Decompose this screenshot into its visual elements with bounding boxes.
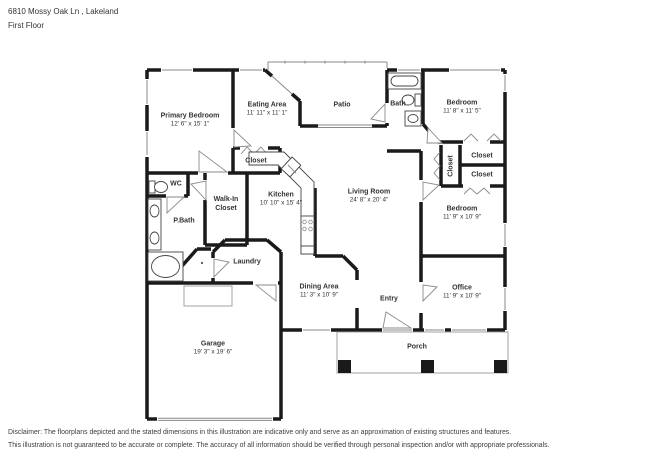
- room-name: Entry: [380, 295, 398, 303]
- door-swing: [233, 128, 253, 148]
- room-label-patio: Patio: [333, 100, 350, 109]
- porch-column: [494, 360, 507, 373]
- room-name: Bath: [390, 100, 406, 108]
- room-label-closet-lower: Closet: [471, 170, 492, 179]
- door-swing: [254, 284, 277, 302]
- room-name: Closet: [245, 157, 267, 165]
- room-label-closet-upper: Closet: [471, 151, 492, 160]
- room-dims: 12' 6" x 15' 1": [170, 120, 210, 128]
- room-name: Living Room: [347, 188, 391, 196]
- room-name: Porch: [407, 343, 427, 351]
- bifold-door: [463, 133, 479, 142]
- room-name: Bedroom: [446, 205, 478, 213]
- patio-screen-line: [267, 60, 388, 70]
- room-name: Bedroom: [446, 99, 478, 107]
- front-door-swing: [382, 311, 413, 329]
- room-label-porch: Porch: [407, 342, 427, 351]
- porch-column: [338, 360, 351, 373]
- room-label-eating-area: Eating Area 11' 11" x 11' 1": [247, 100, 288, 117]
- door-swing: [426, 126, 444, 144]
- room-name: Kitchen: [268, 191, 294, 199]
- toilet-icon: [148, 180, 168, 194]
- room-name: Office: [452, 284, 472, 292]
- bathtub-icon: [147, 251, 184, 282]
- room-name: Dining Area: [299, 283, 339, 291]
- porch-outline: [336, 331, 509, 374]
- room-label-dining-area: Dining Area 11' 3" x 10' 9": [299, 282, 338, 299]
- room-name: Closet: [471, 152, 493, 160]
- porch-column: [421, 360, 434, 373]
- shower-drain-icon: [201, 262, 203, 264]
- sink-icon: [404, 110, 422, 127]
- room-label-kitchen: Kitchen 10' 10" x 15' 4": [260, 190, 302, 207]
- room-name: Closet: [471, 171, 493, 179]
- disclaimer-line-2: This illustration is not guaranteed to b…: [8, 442, 550, 449]
- kitchen-counter-icon: [248, 151, 315, 255]
- double-vanity-icon: [147, 198, 162, 251]
- room-name: Patio: [333, 101, 351, 109]
- room-name: Walk-In Closet: [213, 195, 239, 212]
- room-label-living-room: Living Room 24' 8" x 20' 4": [348, 187, 390, 204]
- plan-header: 6810 Mossy Oak Ln , Lakeland First Floor: [8, 5, 118, 33]
- room-label-bedroom-top-right: Bedroom 11' 8" x 11' 5": [443, 98, 481, 115]
- room-name: Eating Area: [247, 101, 287, 109]
- door-swings: [166, 102, 502, 329]
- room-name: P.Bath: [173, 217, 195, 225]
- room-label-laundry: Laundry: [233, 257, 261, 266]
- door-swing: [422, 284, 438, 303]
- bifold-door: [463, 187, 491, 195]
- fixtures: [147, 72, 509, 374]
- bathtub-icon: [387, 72, 422, 90]
- toilet-icon: [401, 93, 422, 107]
- door-swing: [370, 102, 386, 123]
- room-dims: 11' 3" x 10' 9": [299, 291, 339, 299]
- room-label-pbath: P.Bath: [173, 216, 194, 225]
- stove-icon: [300, 215, 315, 255]
- room-label-garage: Garage 19' 3" x 19' 6": [194, 339, 233, 356]
- room-dims: 11' 8" x 11' 5": [443, 107, 481, 115]
- room-label-walk-in-closet: Walk-In Closet: [203, 195, 249, 213]
- room-name: Garage: [200, 340, 226, 348]
- room-label-closet-primary: Closet: [245, 156, 266, 165]
- room-label-entry: Entry: [380, 294, 398, 303]
- garage-storage-pad: [183, 285, 233, 307]
- floor-line: First Floor: [8, 21, 44, 30]
- address-line: 6810 Mossy Oak Ln , Lakeland: [8, 7, 119, 16]
- room-dims: 11' 11" x 11' 1": [246, 109, 288, 117]
- room-dims: 11' 9" x 10' 9": [442, 292, 482, 300]
- room-name: Primary Bedroom: [160, 112, 220, 120]
- room-name: Closet: [447, 155, 455, 177]
- room-dims: 19' 3" x 19' 6": [193, 348, 233, 356]
- bifold-door: [433, 151, 441, 181]
- door-swing: [422, 181, 440, 202]
- room-label-wc: WC: [170, 179, 182, 188]
- bifold-door: [486, 133, 502, 142]
- disclaimer-line-1: Disclaimer: The floorplans depicted and …: [8, 429, 512, 436]
- disclaimer: Disclaimer: The floorplans depicted and …: [8, 426, 648, 452]
- room-label-bath: Bath: [390, 99, 406, 108]
- room-label-bedroom-right: Bedroom 11' 9" x 10' 9": [443, 204, 481, 221]
- room-dims: 11' 9" x 10' 9": [442, 213, 482, 221]
- windows-and-doors: [144, 60, 508, 422]
- room-label-primary-bedroom: Primary Bedroom 12' 6" x 15' 1": [161, 111, 220, 128]
- room-name: WC: [170, 180, 182, 188]
- door-swing: [213, 258, 230, 279]
- room-name: Laundry: [233, 258, 261, 266]
- door-swing: [166, 196, 186, 215]
- room-dims: 24' 8" x 20' 4": [349, 196, 389, 204]
- room-label-closet-hall: Closet: [446, 155, 455, 176]
- room-label-office: Office 11' 9" x 10' 9": [443, 283, 481, 300]
- door-swing: [198, 150, 229, 173]
- door-swing: [190, 180, 207, 202]
- window: [271, 75, 293, 95]
- room-dims: 10' 10" x 15' 4": [259, 199, 303, 207]
